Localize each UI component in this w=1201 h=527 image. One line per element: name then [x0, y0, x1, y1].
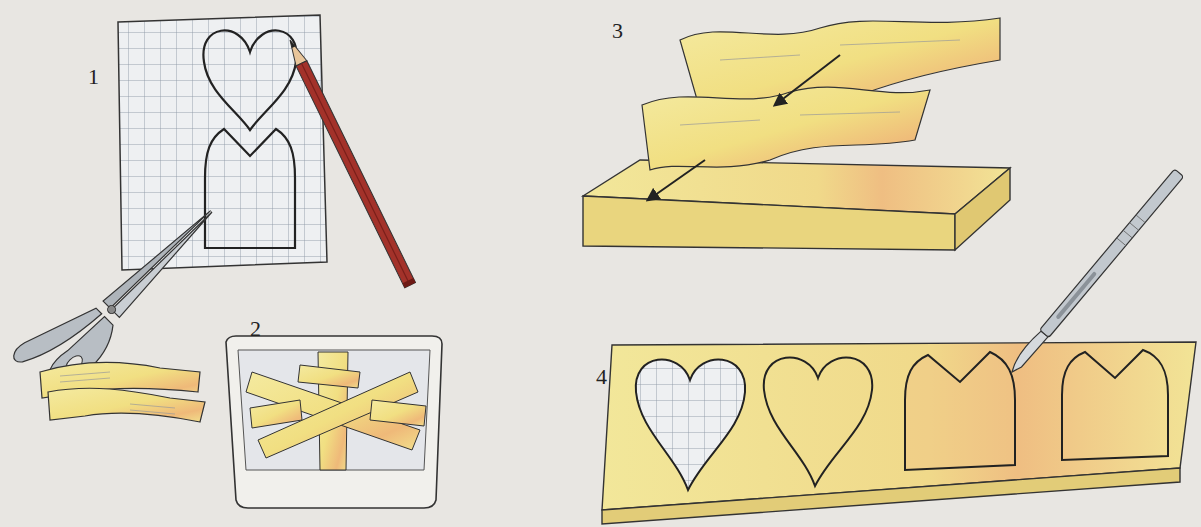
step-number: 2: [250, 318, 261, 340]
panel-three: [583, 18, 1010, 250]
step-number: 1: [88, 66, 99, 88]
panel-four: [602, 169, 1196, 524]
step-number: 3: [612, 20, 623, 42]
step-number: 4: [596, 366, 607, 388]
panel-two: [40, 336, 442, 508]
